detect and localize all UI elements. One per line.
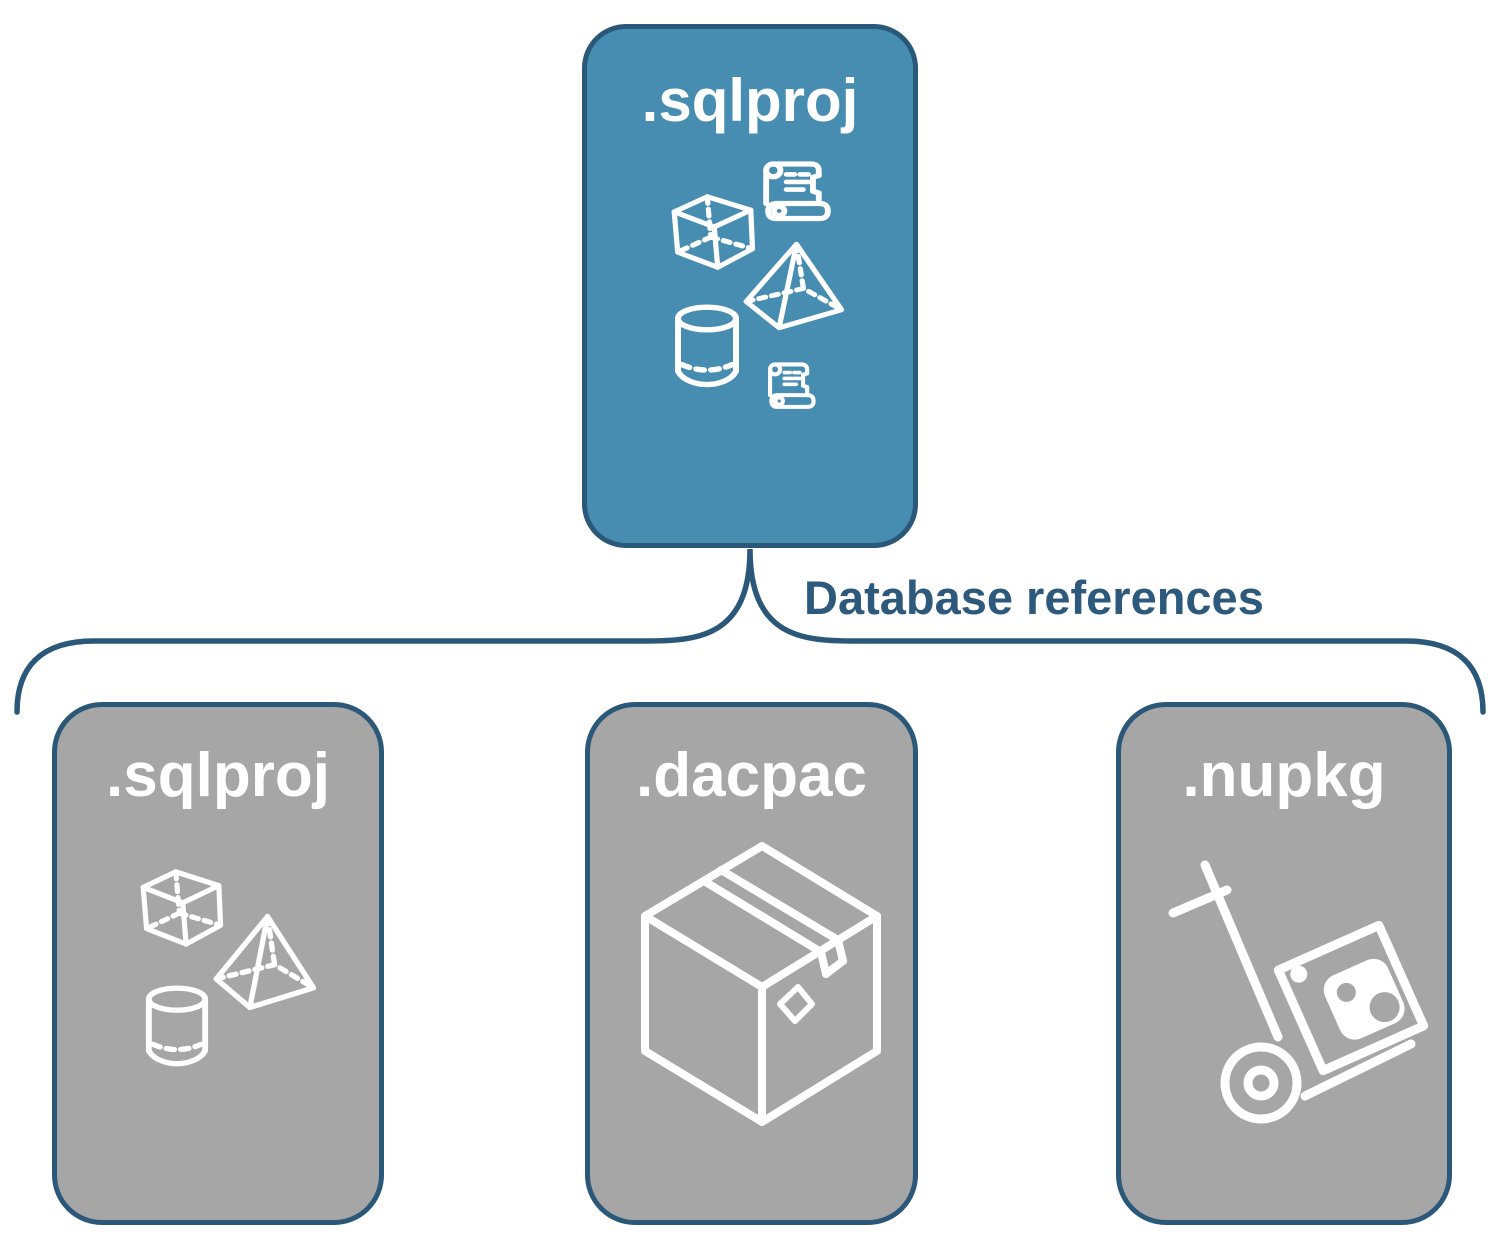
box-label-sticker — [777, 984, 815, 1024]
package-outline — [1273, 920, 1429, 1076]
cube-icon — [674, 197, 752, 268]
node-nupkg-reference-label: .nupkg — [1182, 741, 1386, 810]
node-sqlproj-source: .sqlproj — [582, 24, 918, 548]
node-sqlproj-reference: .sqlproj — [52, 702, 384, 1225]
scroll-icon — [766, 164, 828, 219]
connector-label: Database references — [804, 571, 1264, 624]
cylinder-icon — [149, 988, 205, 1064]
hand-truck-wheel — [1220, 1042, 1302, 1124]
node-dacpac-reference: .dacpac — [585, 702, 918, 1225]
hand-truck-hub — [1243, 1065, 1279, 1101]
hand-truck-nuget-icon — [1168, 860, 1429, 1124]
package-box-icon — [641, 842, 881, 1126]
node-dacpac-reference-label: .dacpac — [636, 741, 867, 810]
nuget-logo-hole-large — [1369, 992, 1400, 1023]
node-sqlproj-source-label: .sqlproj — [641, 67, 859, 134]
nuget-logo-dot — [1290, 965, 1308, 983]
node-sqlproj-reference-label: .sqlproj — [106, 741, 330, 810]
hand-truck-grip — [1168, 885, 1232, 918]
nuget-package — [1273, 920, 1429, 1076]
sql-objects-icon-cluster — [587, 29, 913, 543]
hand-truck-plate — [1300, 1039, 1416, 1101]
sql-objects-icon-cluster — [57, 707, 379, 1220]
pyramid-icon — [216, 917, 313, 1008]
pyramid-icon — [746, 244, 841, 327]
node-nupkg-reference: .nupkg — [1116, 702, 1452, 1225]
brace-path — [14, 548, 1486, 715]
cube-icon — [143, 872, 220, 944]
scroll-icon — [770, 364, 814, 406]
nuget-logo-hole-small — [1336, 982, 1356, 1002]
tape-line — [717, 866, 847, 965]
tape-line — [700, 877, 830, 978]
cylinder-icon — [678, 307, 736, 384]
